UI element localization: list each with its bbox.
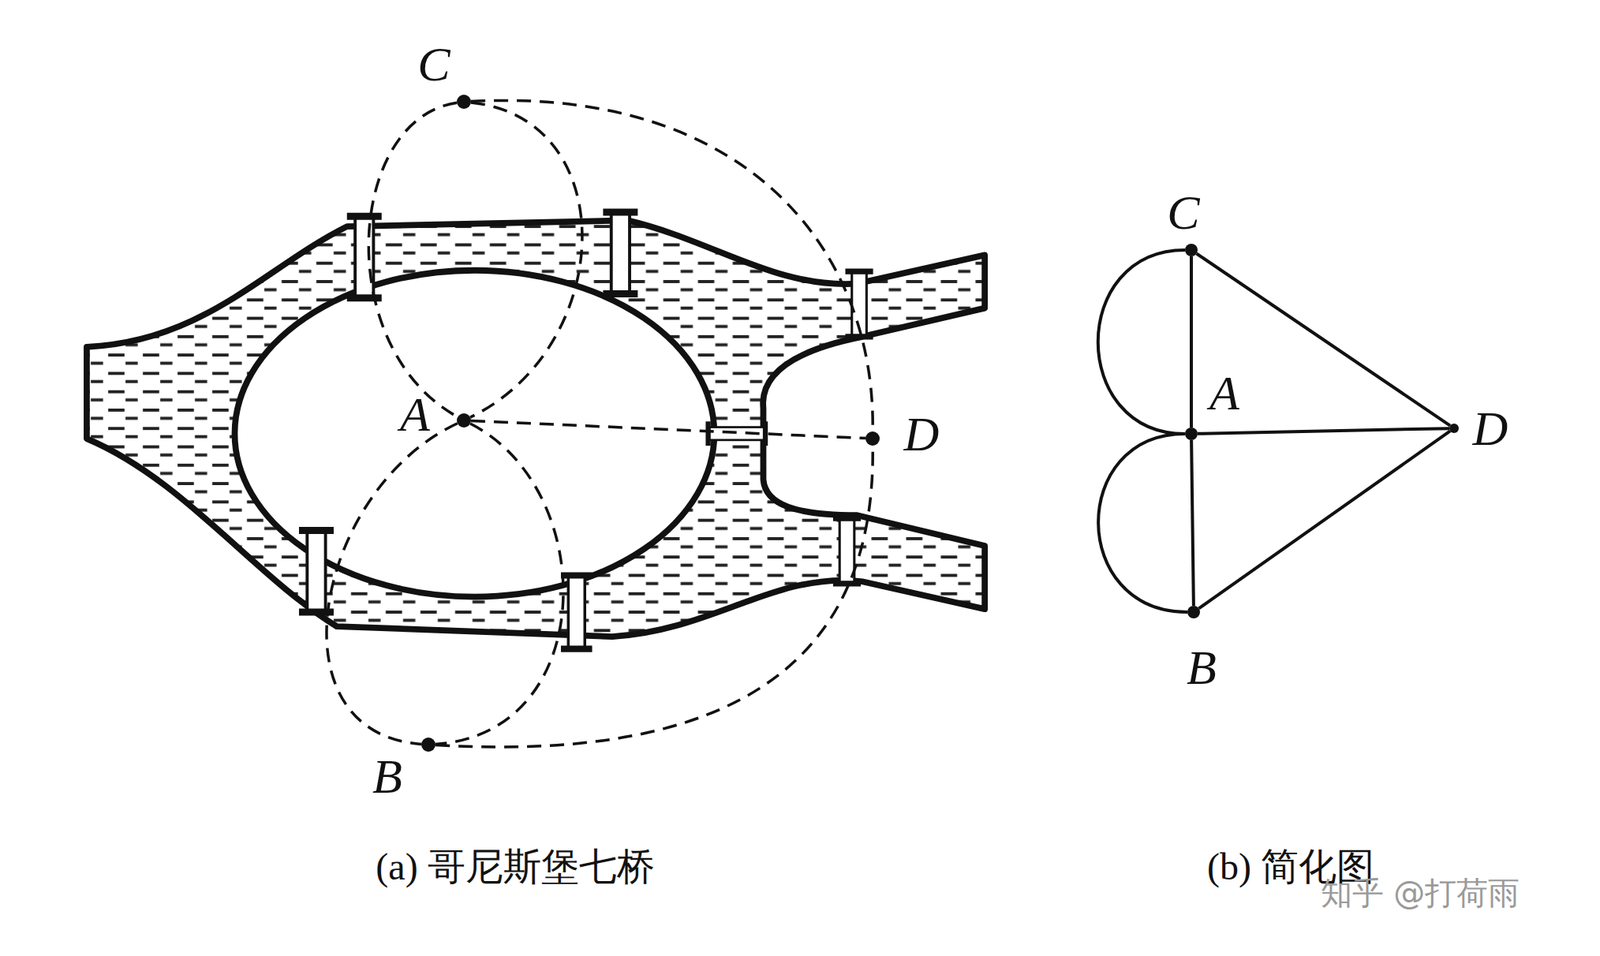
vertex-dot: D [865,431,880,446]
graph-edge [1196,253,1451,426]
walking-route [471,420,866,438]
bridge [602,212,638,294]
vertex-label: A [1209,368,1240,418]
vertex-dot: D [1449,423,1459,434]
vertex-label: B [1186,642,1217,692]
graph-edge [1199,430,1451,609]
walking-route [435,423,564,744]
vertex-dot: B [1187,605,1200,619]
graph-edge [1191,440,1194,606]
river-water [86,220,985,637]
river-map [86,212,985,650]
walking-route [470,102,583,418]
vertex-label: B [372,751,403,801]
watermark: 知乎 @打荷雨 [1320,877,1521,909]
vertex-label: D [1472,403,1509,453]
vertex-dot: A [456,413,472,428]
vertex-dot: C [456,94,472,109]
bridge [347,216,382,298]
graph-edge [1189,256,1193,428]
walking-route [326,423,458,745]
graph-edge [1197,428,1450,434]
vertex-label: D [904,409,940,459]
bridge [833,518,861,584]
vertex-dot: B [421,737,436,752]
walking-route [435,445,873,748]
vertex-label: A [400,389,430,439]
walking-route [471,100,873,432]
graph-edge [1098,433,1188,613]
vertex-dot: A [1185,427,1198,441]
vertex-label: C [417,39,450,89]
walking-route [368,102,458,417]
bridge [299,530,334,613]
graph-edge [1098,250,1186,434]
figure-caption: (a) 哥尼斯堡七桥 [375,848,655,886]
vertex-label: C [1166,187,1200,237]
bridge [560,575,593,649]
vertex-dot: C [1185,243,1198,257]
